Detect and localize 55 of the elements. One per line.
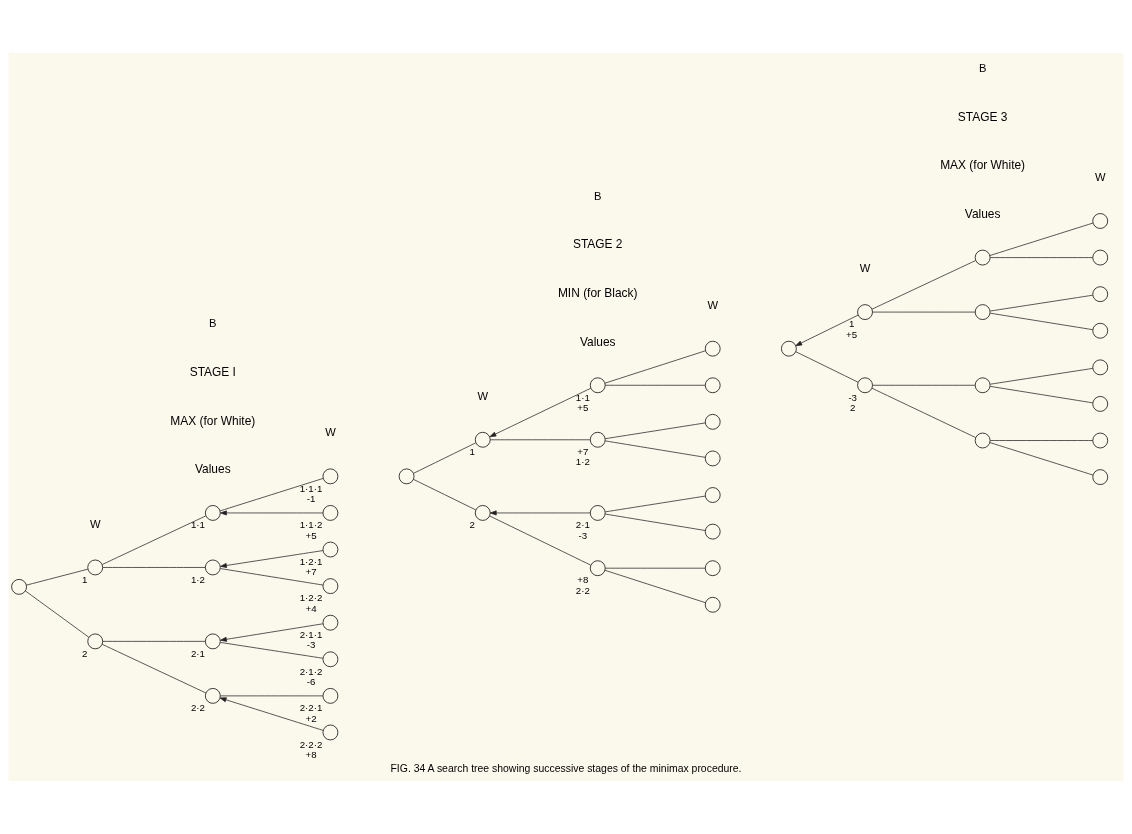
caption: FIG. 34 A search tree showing successive stages of the minimax procedure.: [390, 763, 742, 775]
node-label: 2·1·1: [299, 628, 323, 640]
node-label: +5: [846, 328, 858, 340]
node-label: 1·2: [190, 573, 205, 585]
label: W: [707, 298, 718, 311]
label: Values: [579, 334, 616, 349]
node-label: 2: [850, 401, 856, 413]
label: W: [859, 262, 871, 275]
label: MAX (for White): [940, 158, 1026, 173]
label: Values: [195, 462, 231, 477]
node-label: 2·1·2: [299, 665, 323, 677]
label: STAGE I: [189, 365, 236, 380]
node-label: 2·2·1: [299, 702, 323, 714]
label: W: [325, 426, 336, 439]
node-label: +7: [305, 566, 317, 578]
node-label: +5: [577, 401, 589, 413]
node-label: -1: [306, 493, 316, 505]
node-label: 1·2·2: [299, 592, 323, 604]
node-label: 2·1: [190, 647, 205, 659]
node-label: 2·2: [575, 584, 590, 596]
label: B: [594, 189, 602, 202]
label: W: [1094, 171, 1106, 184]
node-label: 1: [469, 446, 475, 458]
label: W: [477, 389, 489, 402]
node-label: 1·1: [575, 391, 590, 403]
node-label: -3: [306, 639, 316, 651]
label: B: [209, 317, 217, 330]
node-label: -3: [848, 391, 858, 403]
node-label: 2·1: [575, 519, 590, 531]
node-label: 2·2: [190, 702, 205, 714]
node-label: 2: [469, 519, 475, 531]
node-label: +2: [305, 712, 317, 724]
node-label: -6: [306, 675, 316, 687]
node-label: +7: [577, 446, 589, 458]
label: STAGE 3: [957, 109, 1008, 124]
node-label: -3: [578, 529, 588, 541]
label: STAGE 2: [572, 237, 623, 252]
label: W: [89, 517, 101, 530]
node-label: 1·1·2: [299, 519, 323, 531]
label: Values: [964, 206, 1001, 221]
node-label: 1·1·1: [299, 482, 323, 494]
node-label: 1: [82, 573, 88, 585]
node-label: +8: [305, 749, 317, 761]
node-label: 2: [82, 647, 88, 659]
node-label: 2·2·2: [299, 738, 323, 750]
label: B: [978, 62, 987, 75]
node-label: 1·2: [575, 456, 590, 468]
node-label: 1·2·1: [299, 555, 323, 567]
node-label: +8: [577, 574, 589, 586]
label: MAX (for White): [170, 413, 256, 428]
node-label: +5: [305, 529, 317, 541]
node-label: +4: [305, 602, 317, 614]
label: MIN (for Black): [557, 286, 638, 301]
node-label: 1·1: [190, 519, 205, 531]
node-label: 1: [848, 318, 855, 330]
